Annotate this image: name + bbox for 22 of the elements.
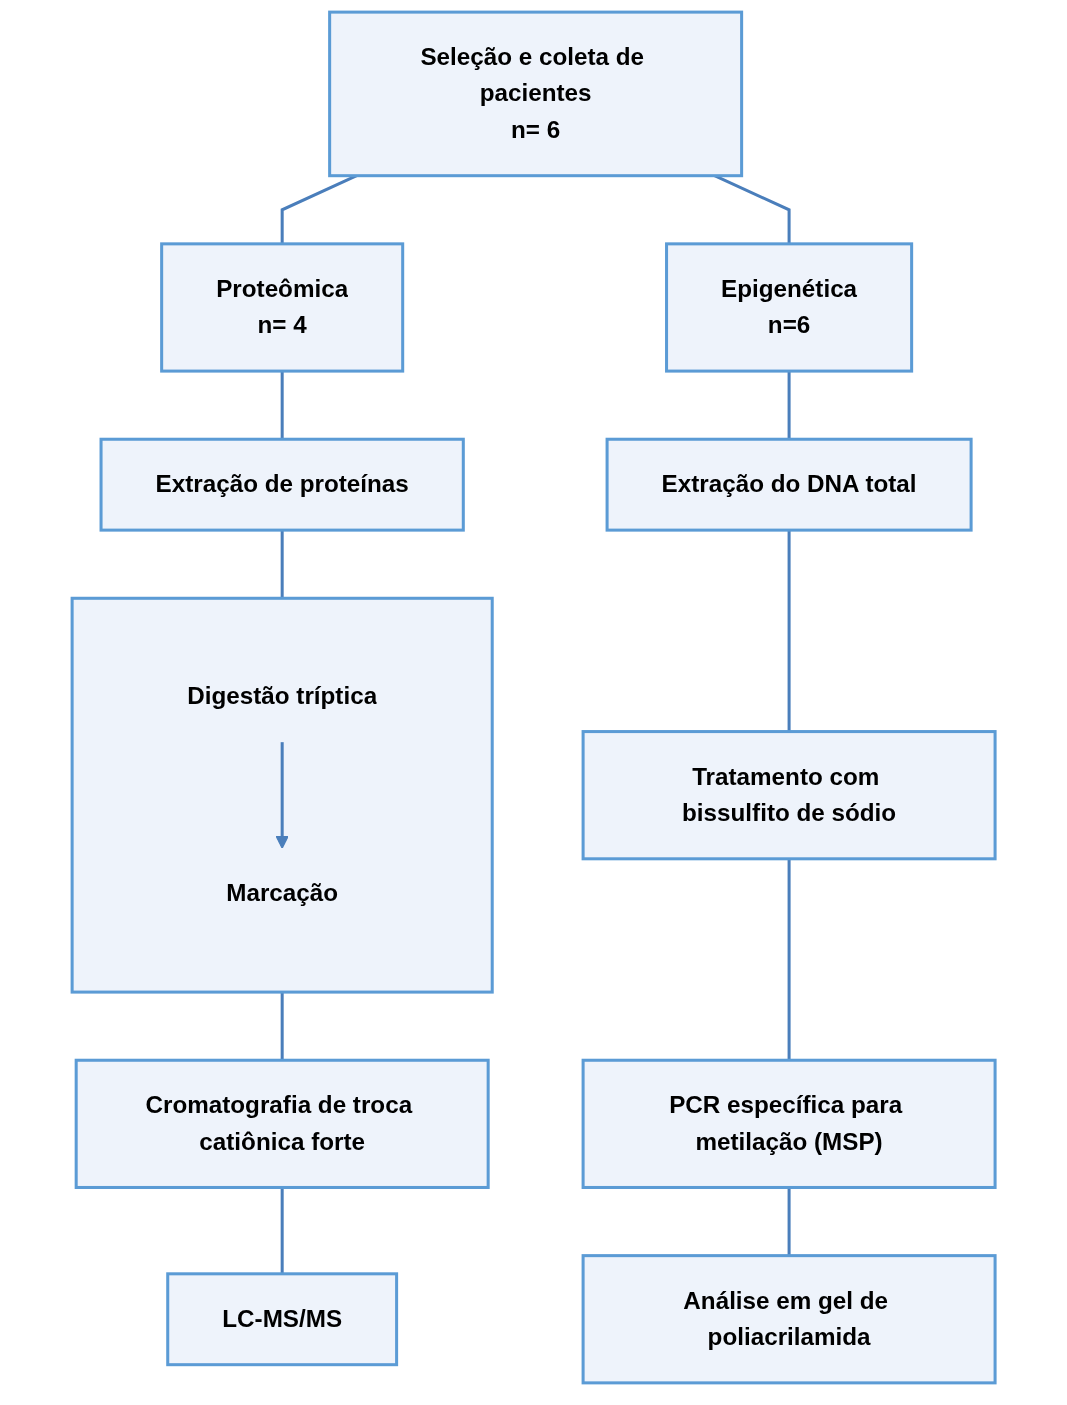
connector — [280, 992, 284, 1061]
node-box: Proteômica n= 4 — [160, 242, 405, 373]
node-box: Cromatografia de troca catiônica forte — [74, 1058, 490, 1189]
connector — [787, 530, 791, 732]
node-text: Marcação — [226, 880, 338, 906]
connector — [280, 371, 284, 440]
node-box: Tratamento com bissulfito de sódio — [581, 730, 997, 861]
connector — [280, 530, 284, 599]
connector — [787, 858, 791, 1061]
node-box: PCR específica para metilação (MSP) — [581, 1058, 997, 1189]
node-box: Epigenética n=6 — [664, 242, 914, 373]
connector — [280, 1187, 284, 1274]
node-box: LC-MS/MS — [166, 1272, 398, 1367]
node-box: Extração de proteínas — [99, 437, 465, 532]
node-box: Análise em gel de poliacrilamida — [581, 1254, 997, 1385]
connector — [787, 1187, 791, 1256]
arrow — [275, 742, 289, 849]
connector — [787, 371, 791, 440]
node-box: Seleção e coleta de pacientes n= 6 — [328, 10, 744, 178]
node-text: Digestão tríptica — [187, 683, 377, 709]
cluster — [70, 596, 494, 994]
node-box: Extração do DNA total — [605, 437, 973, 532]
